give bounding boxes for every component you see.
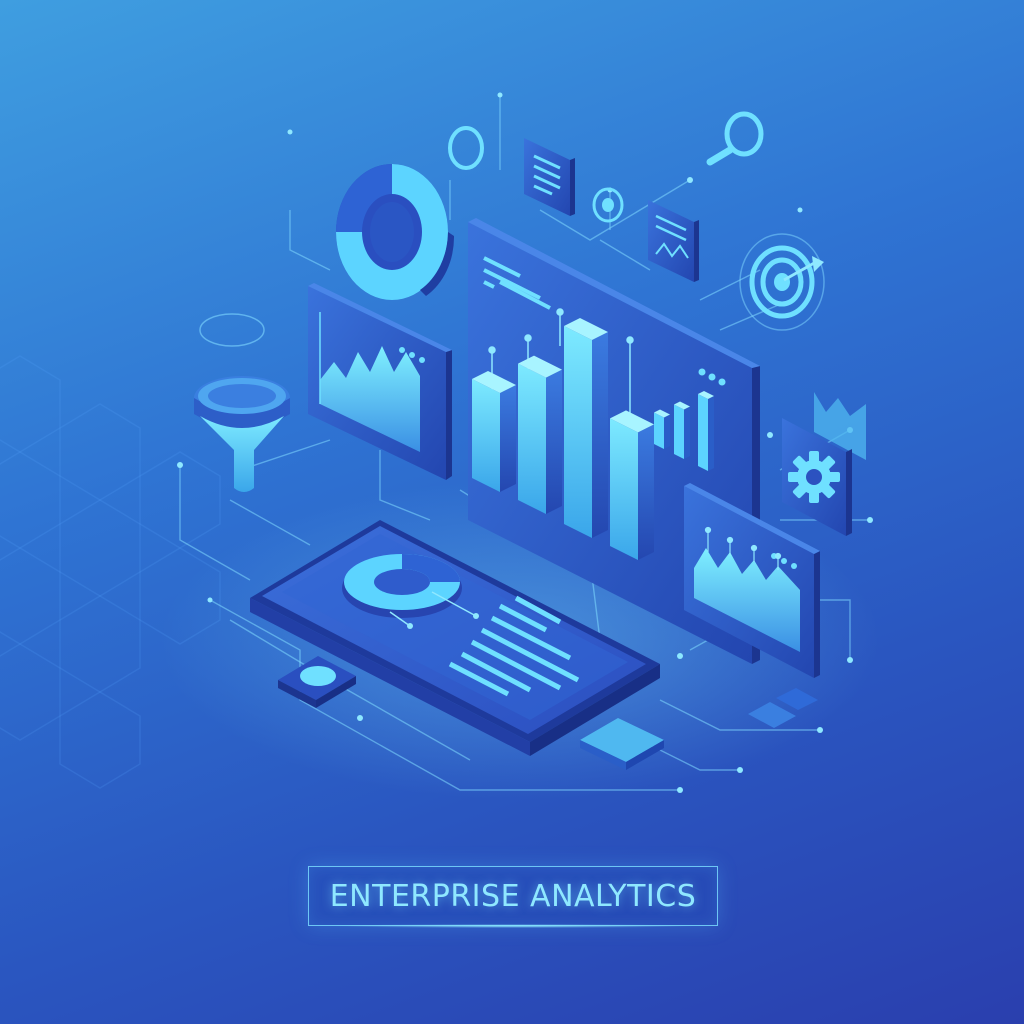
caption-title: ENTERPRISE ANALYTICS [329,878,697,914]
area-chart-icon [320,346,420,452]
chip-bottom [580,718,664,770]
main-bar-4 [610,410,654,560]
small-bar-1 [654,409,670,449]
donut-chart-icon [336,164,455,300]
small-bar-3 [698,391,714,471]
area-chart-panel-right [684,483,820,678]
caption-box: ENTERPRISE ANALYTICS [308,866,718,926]
target-icon [739,233,825,331]
ring-outline [199,313,265,347]
main-bar-3 [564,318,608,538]
monitor-header-lines [483,256,551,310]
hexagon-pattern [0,355,221,789]
ring-icon [448,126,484,170]
gear-icon [788,451,840,503]
chip-right [748,688,818,728]
area-chart-panel-left [308,283,452,480]
magnifier-icon [706,111,764,166]
main-bar-1 [472,371,516,492]
tablet-donut-icon [342,554,462,618]
small-bar-2 [674,401,690,459]
small-target-icon [592,187,624,223]
main-bar-chart [472,318,654,560]
caption-glow [330,924,696,928]
funnel-icon [194,376,290,492]
mini-line-chart-card [648,200,699,282]
crown-icon [814,392,866,460]
monitor-dots [698,368,726,386]
chip-left [278,656,356,708]
gear-card [782,418,852,536]
document-icon [524,138,575,216]
small-bar-chart [654,391,714,471]
tablet-device [250,520,660,756]
tablet-text-lines [448,595,580,697]
main-bar-2 [518,355,562,514]
